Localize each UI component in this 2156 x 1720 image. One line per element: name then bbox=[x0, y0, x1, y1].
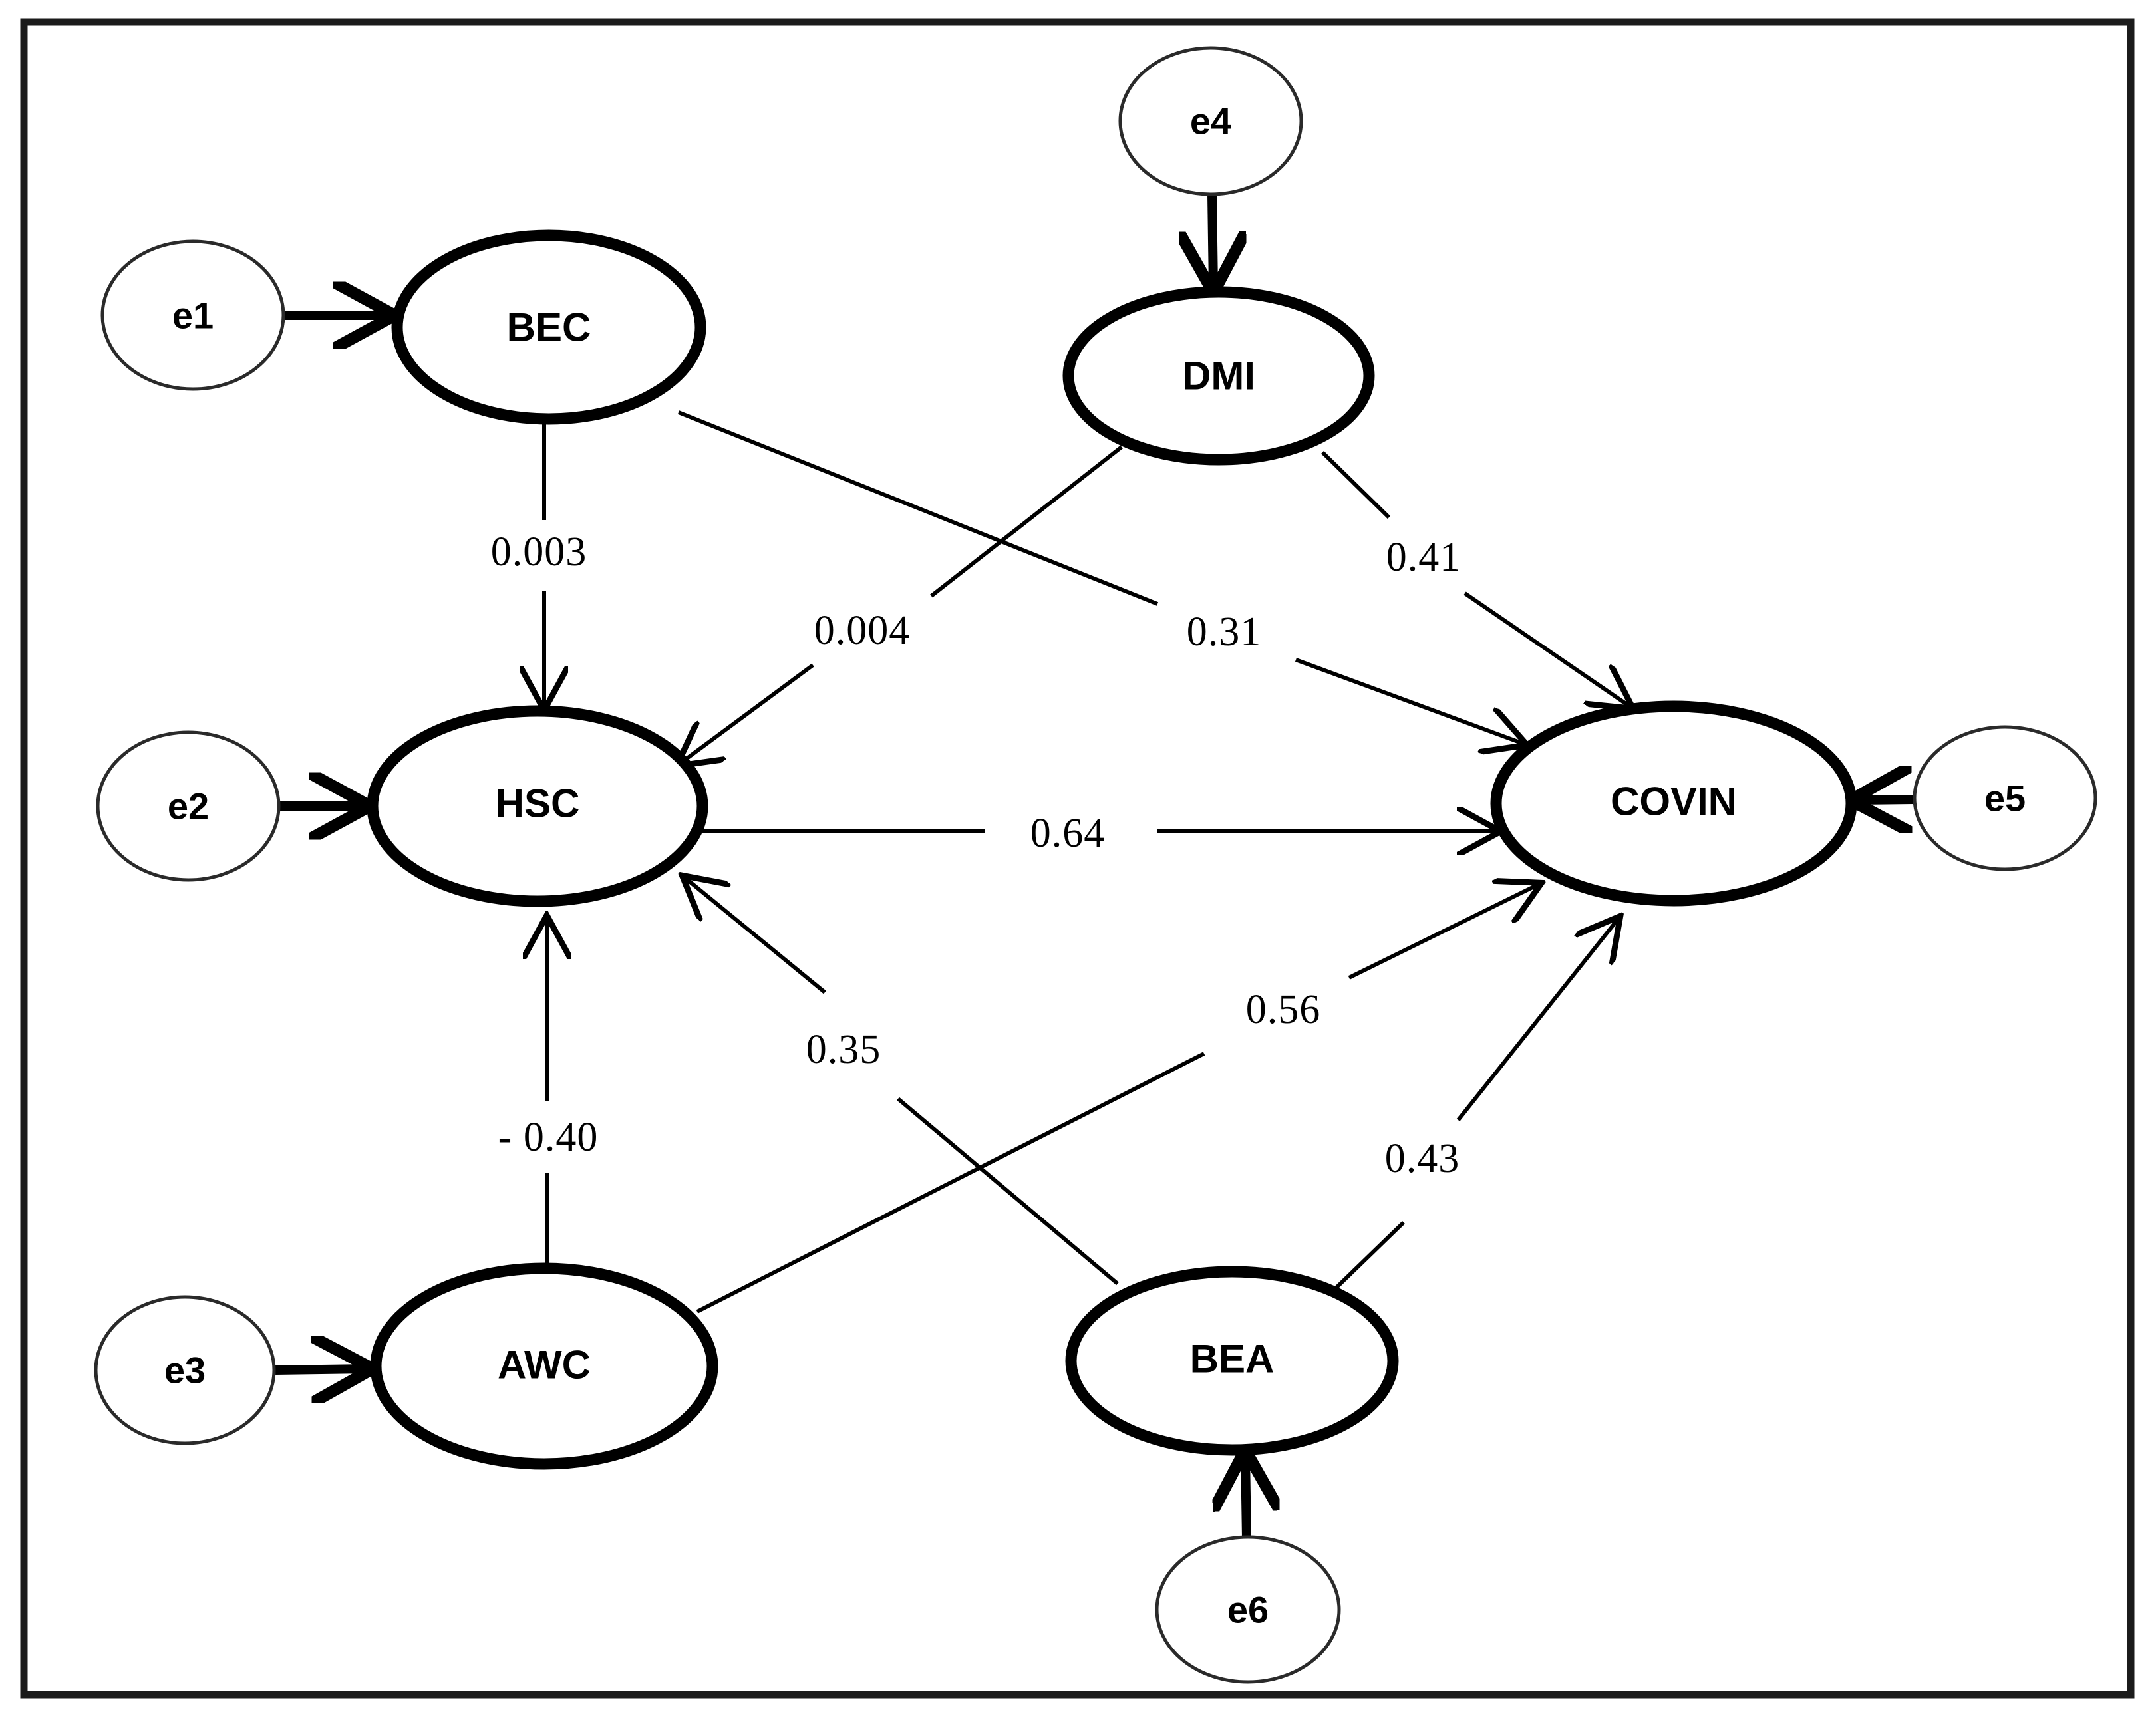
diagram-frame-border bbox=[20, 18, 2135, 1699]
node-bea[interactable]: BEA bbox=[1065, 1266, 1399, 1456]
error-path-group bbox=[275, 194, 1914, 1538]
coef-label-bec-hsc: 0.003 bbox=[491, 529, 587, 575]
node-bec-label: BEC bbox=[507, 305, 591, 350]
path-arrow-bea-to-covin-upper bbox=[1456, 919, 1618, 1121]
path-arrow-dmi-to-hsc-lower bbox=[680, 663, 814, 764]
node-covin-ellipse[interactable] bbox=[1490, 700, 1857, 907]
path-line-dmi-to-covin-upper bbox=[1320, 450, 1391, 519]
error-node-group: e1 e2 e3 e4 e5 e6 bbox=[94, 46, 2097, 1684]
node-hsc-ellipse[interactable] bbox=[367, 705, 708, 907]
node-e6-ellipse[interactable] bbox=[1155, 1535, 1341, 1684]
node-bec[interactable]: BEC bbox=[391, 229, 706, 425]
node-bea-ellipse[interactable] bbox=[1065, 1266, 1399, 1456]
coef-label-bec-covin: 0.31 bbox=[1187, 609, 1262, 654]
node-e1-label: e1 bbox=[172, 295, 214, 337]
node-awc-ellipse[interactable] bbox=[370, 1262, 718, 1470]
coef-label-awc-covin: 0.56 bbox=[1246, 987, 1321, 1032]
node-bea-label: BEA bbox=[1190, 1337, 1275, 1381]
node-hsc[interactable]: HSC bbox=[367, 705, 708, 907]
path-arrow-e6-to-bea bbox=[1245, 1455, 1247, 1538]
node-awc-label: AWC bbox=[498, 1343, 591, 1387]
node-e2[interactable]: e2 bbox=[96, 730, 281, 882]
node-e5-label: e5 bbox=[1984, 778, 2026, 819]
node-dmi-ellipse[interactable] bbox=[1062, 286, 1375, 466]
path-arrow-e5-to-covin bbox=[1856, 799, 1914, 800]
node-dmi[interactable]: DMI bbox=[1062, 286, 1375, 466]
latent-node-group: BEC DMI HSC COVIN AWC BEA bbox=[367, 229, 1857, 1470]
path-arrow-e3-to-awc bbox=[275, 1369, 367, 1370]
path-line-bea-to-hsc-lower bbox=[897, 1097, 1119, 1286]
node-e5-ellipse[interactable] bbox=[1913, 725, 2097, 871]
node-e6-label: e6 bbox=[1227, 1589, 1269, 1631]
node-e4-ellipse[interactable] bbox=[1118, 46, 1303, 196]
node-e5[interactable]: e5 bbox=[1913, 725, 2097, 871]
coef-label-bea-covin: 0.43 bbox=[1385, 1136, 1460, 1181]
node-e2-label: e2 bbox=[168, 786, 209, 827]
node-bec-ellipse[interactable] bbox=[391, 229, 706, 425]
path-line-dmi-to-hsc-upper bbox=[930, 445, 1123, 598]
structural-path-group bbox=[544, 410, 1630, 1314]
coef-label-awc-hsc: - 0.40 bbox=[498, 1115, 599, 1160]
node-awc[interactable]: AWC bbox=[370, 1262, 718, 1470]
path-arrow-e4-to-dmi bbox=[1212, 194, 1213, 287]
coef-label-bea-hsc: 0.35 bbox=[806, 1027, 881, 1072]
node-e3-label: e3 bbox=[164, 1350, 206, 1391]
node-e4-label: e4 bbox=[1190, 100, 1231, 142]
node-e1-ellipse[interactable] bbox=[100, 239, 285, 391]
node-e2-ellipse[interactable] bbox=[96, 730, 281, 882]
path-arrow-bea-to-hsc-upper bbox=[685, 878, 826, 994]
node-covin-label: COVIN bbox=[1611, 780, 1737, 824]
coef-label-dmi-covin: 0.41 bbox=[1386, 535, 1462, 580]
path-line-awc-to-covin-lower bbox=[696, 1052, 1205, 1314]
node-e4[interactable]: e4 bbox=[1118, 46, 1303, 196]
path-arrow-bec-to-covin-lower bbox=[1295, 658, 1523, 744]
path-arrow-awc-to-covin-upper bbox=[1348, 885, 1538, 980]
node-e1[interactable]: e1 bbox=[100, 239, 285, 391]
node-e3[interactable]: e3 bbox=[94, 1295, 276, 1445]
coef-label-dmi-hsc: 0.004 bbox=[814, 608, 911, 653]
node-covin[interactable]: COVIN bbox=[1490, 700, 1857, 907]
coef-label-hsc-covin: 0.64 bbox=[1030, 811, 1106, 856]
path-arrow-dmi-to-covin-lower bbox=[1463, 591, 1630, 706]
node-e3-ellipse[interactable] bbox=[94, 1295, 276, 1445]
coefficient-label-group: 0.003 0.31 0.004 0.41 0.64 - 0.40 0.56 0… bbox=[491, 529, 1462, 1181]
path-line-bec-to-covin-upper bbox=[677, 410, 1159, 606]
node-dmi-label: DMI bbox=[1182, 354, 1255, 398]
node-hsc-label: HSC bbox=[496, 782, 580, 826]
node-e6[interactable]: e6 bbox=[1155, 1535, 1341, 1684]
